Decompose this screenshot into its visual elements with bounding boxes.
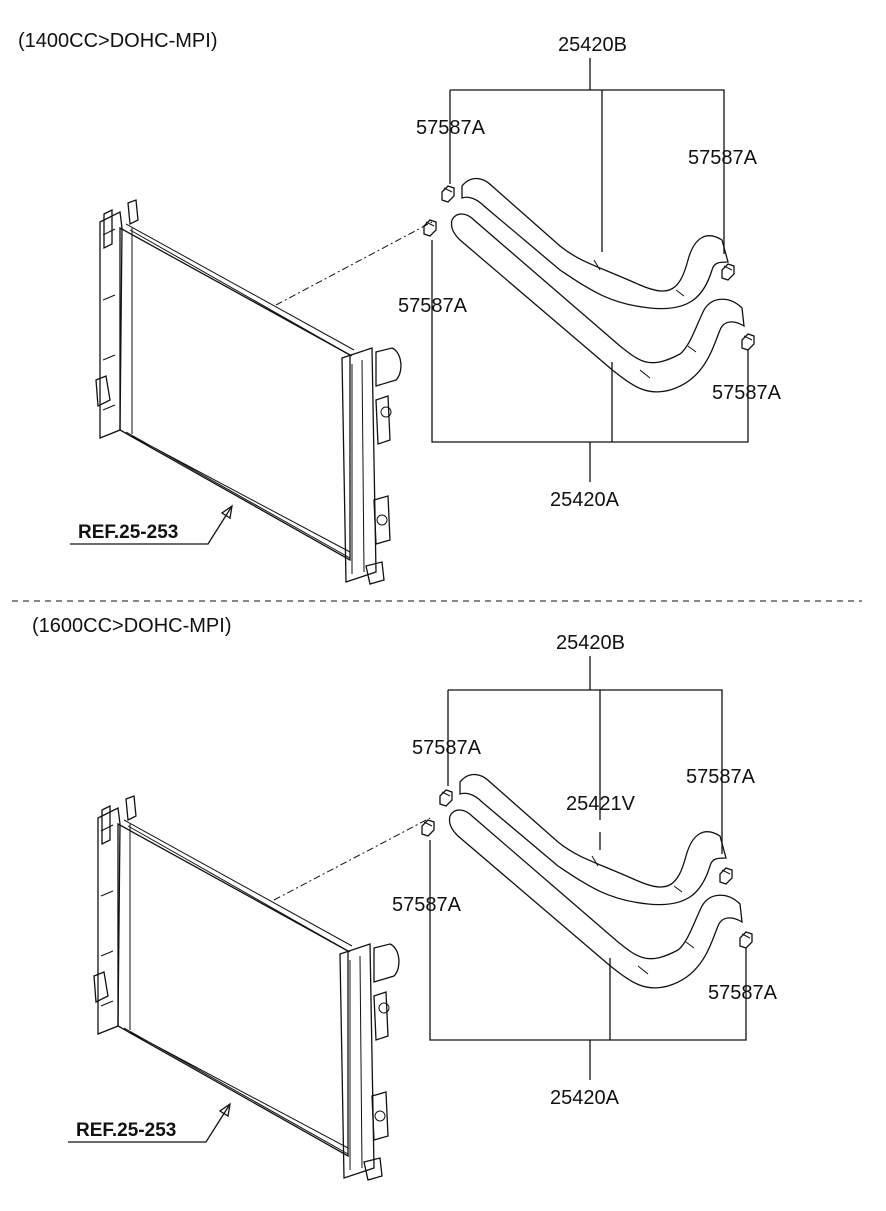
leader-25420a bbox=[431, 240, 749, 482]
label-clamp-3: 57587A bbox=[392, 894, 462, 916]
section-1400cc: (1400CC>DOHC-MPI) 25420B 57587A 57587A bbox=[18, 30, 782, 585]
label-25420b: 25420B bbox=[556, 632, 625, 654]
label-clamp-1: 57587A bbox=[412, 737, 482, 759]
ref-callout: REF.25-253 bbox=[70, 504, 233, 545]
label-clamp-1: 57587A bbox=[416, 117, 486, 139]
leader-25420a bbox=[429, 840, 747, 1080]
ref-callout: REF.25-253 bbox=[68, 1102, 231, 1143]
section-1600cc: (1600CC>DOHC-MPI) 25420B 57587A 57587A 2… bbox=[32, 615, 778, 1181]
upper-hose bbox=[461, 177, 729, 310]
leader-25420b bbox=[449, 58, 725, 254]
connection-line bbox=[275, 221, 433, 306]
label-clamp-3: 57587A bbox=[398, 295, 468, 317]
upper-hose bbox=[459, 773, 727, 906]
ref-label: REF.25-253 bbox=[78, 522, 178, 543]
label-25420b: 25420B bbox=[558, 34, 627, 56]
label-25420a: 25420A bbox=[550, 489, 620, 511]
label-25420a: 25420A bbox=[550, 1087, 620, 1109]
label-clamp-4: 57587A bbox=[708, 982, 778, 1004]
lower-hose bbox=[450, 213, 745, 393]
section-title: (1600CC>DOHC-MPI) bbox=[32, 615, 231, 637]
section-title: (1400CC>DOHC-MPI) bbox=[18, 30, 217, 52]
lower-hose bbox=[448, 809, 743, 989]
label-clamp-2: 57587A bbox=[688, 147, 758, 169]
connection-line bbox=[273, 817, 431, 901]
leader-25420b bbox=[447, 656, 723, 854]
label-clamp-2: 57587A bbox=[686, 766, 756, 788]
label-25421v: 25421V bbox=[566, 793, 636, 815]
label-clamp-4: 57587A bbox=[712, 382, 782, 404]
ref-label: REF.25-253 bbox=[76, 1120, 176, 1141]
